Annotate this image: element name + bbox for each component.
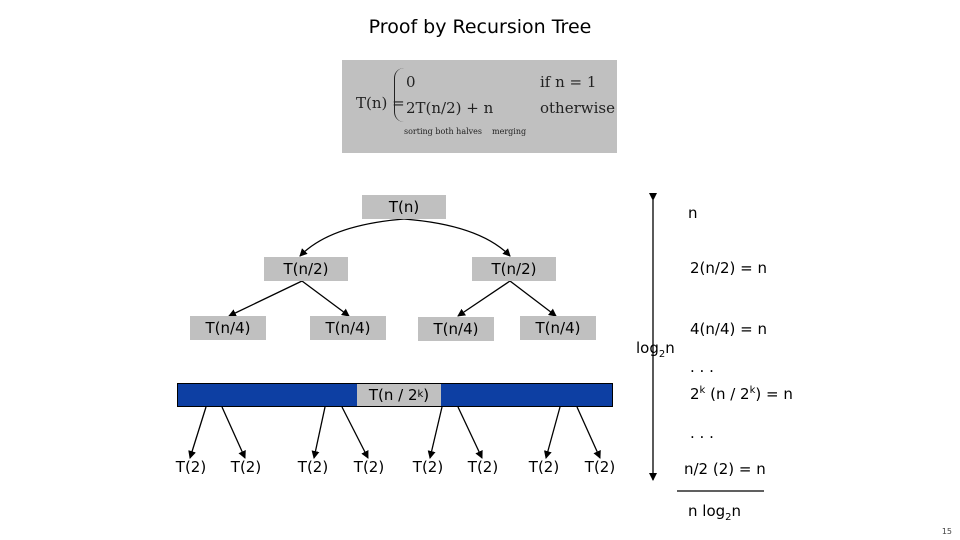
- recurrence-formula: T(n) = 0 if n = 1 2T(n/2) + n otherwise …: [342, 60, 617, 153]
- edge-l1b-l2c: [457, 280, 511, 317]
- tree-leaf-7: T(2): [528, 458, 560, 476]
- formula-case2-condition: otherwise: [540, 99, 615, 117]
- formula-lhs: T(n) =: [356, 94, 405, 112]
- work-level-0: n: [688, 204, 698, 222]
- formula-case2-value: 2T(n/2) + n: [406, 99, 494, 117]
- total-pre: n log: [688, 502, 726, 520]
- edge-bar-leaf3: [311, 406, 326, 459]
- formula-case1-condition: if n = 1: [540, 73, 597, 91]
- formula-under-merging: merging: [492, 127, 527, 136]
- tree-node-root: T(n): [362, 195, 446, 219]
- tree-leaf-5: T(2): [412, 458, 444, 476]
- height-log-base: 2: [658, 349, 666, 360]
- edge-bar-leaf4: [341, 406, 369, 459]
- tree-height-label: log2n: [636, 339, 675, 360]
- edge-bar-leaf5: [427, 406, 443, 459]
- tree-leaf-3: T(2): [297, 458, 329, 476]
- tree-node-level2-4: T(n/4): [520, 316, 596, 340]
- formula-under-sorting: sorting both halves: [404, 127, 483, 136]
- work-level-k: 2k (n / 2k) = n: [690, 385, 793, 403]
- level-k-base: T(n / 2: [368, 386, 418, 404]
- work-dots-1: . . .: [690, 358, 714, 376]
- tree-leaf-8: T(2): [584, 458, 616, 476]
- work-k-mid: (n / 2: [705, 385, 750, 403]
- slide-title: Proof by Recursion Tree: [368, 16, 592, 38]
- edge-l1a-l2a: [228, 280, 303, 317]
- tree-node-level1-right: T(n/2): [472, 257, 556, 281]
- edge-bar-leaf2: [221, 406, 246, 459]
- tree-node-level2-3: T(n/4): [418, 317, 494, 341]
- tree-node-level1-left: T(n/2): [264, 257, 348, 281]
- edge-l1a-l2b: [301, 280, 350, 317]
- work-k-exp2: k: [749, 385, 756, 396]
- height-log: log: [636, 339, 659, 357]
- total-log-base: 2: [725, 512, 732, 523]
- edge-root-right: [403, 218, 511, 257]
- formula-case1-value: 0: [406, 73, 416, 91]
- tree-leaf-2: T(2): [230, 458, 262, 476]
- tree-leaf-4: T(2): [353, 458, 385, 476]
- formula-brace: [394, 68, 405, 122]
- edge-bar-leaf1: [188, 406, 207, 459]
- work-level-2: 4(n/4) = n: [690, 320, 767, 338]
- edge-l1b-l2d: [509, 280, 557, 317]
- work-leaf-level: n/2 (2) = n: [684, 460, 766, 478]
- tree-node-level2-1: T(n/4): [190, 316, 266, 340]
- work-total: n log2n: [688, 502, 742, 523]
- work-k-pre: 2: [690, 385, 700, 403]
- work-dots-2: . . .: [690, 424, 714, 442]
- total-var: n: [731, 502, 742, 520]
- page-number: 15: [941, 527, 952, 536]
- edge-root-left: [299, 218, 405, 257]
- edge-bar-leaf8: [576, 406, 601, 459]
- work-k-end: ) = n: [755, 385, 793, 403]
- height-var: n: [665, 339, 675, 357]
- work-k-exp: k: [699, 385, 706, 396]
- tree-node-level2-2: T(n/4): [310, 316, 386, 340]
- level-k-end: ): [423, 386, 430, 404]
- edge-bar-leaf6: [457, 406, 483, 459]
- work-level-1: 2(n/2) = n: [690, 259, 767, 277]
- tree-leaf-6: T(2): [467, 458, 499, 476]
- tree-leaf-1: T(2): [175, 458, 207, 476]
- edge-bar-leaf7: [543, 406, 561, 459]
